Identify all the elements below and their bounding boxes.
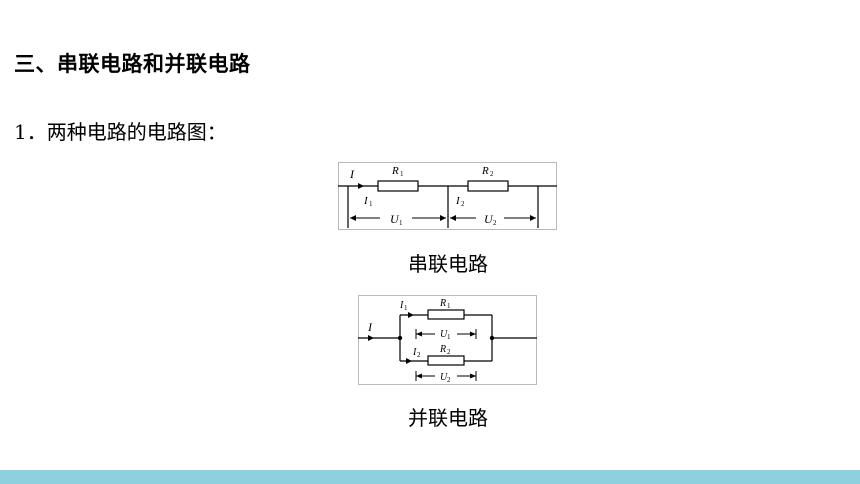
label-i2-sub: 2 — [461, 200, 465, 208]
label-r2-sub: 2 — [447, 348, 451, 356]
label-u1-sub: 1 — [399, 219, 403, 227]
bottom-bar — [0, 470, 860, 484]
label-r2: R — [439, 344, 446, 355]
label-i1: I — [363, 195, 369, 207]
label-u2-sub: 2 — [447, 376, 451, 384]
resistor-r1 — [377, 180, 419, 192]
label-i1-sub: 1 — [404, 304, 408, 312]
label-r1: R — [439, 298, 446, 309]
label-r2: R — [481, 165, 489, 177]
label-r1: R — [391, 165, 399, 177]
label-i2: I — [455, 195, 461, 207]
resistor-r2 — [467, 180, 509, 192]
resistor-r2 — [427, 355, 465, 366]
resistor-r1 — [427, 309, 465, 320]
label-i1-sub: 1 — [369, 200, 373, 208]
label-current: I — [367, 320, 373, 334]
label-u1: U — [390, 212, 400, 226]
label-i2: I — [412, 347, 417, 358]
label-r1-sub: 1 — [400, 170, 404, 178]
label-current: I — [349, 167, 355, 181]
label-u2: U — [440, 372, 448, 383]
label-u2: U — [484, 212, 494, 226]
label-u2-sub: 2 — [493, 219, 497, 227]
label-i2-sub: 2 — [417, 351, 421, 359]
section-title: 三、串联电路和并联电路 — [14, 52, 251, 76]
label-u1: U — [440, 329, 448, 340]
parallel-caption: 并联电路 — [408, 406, 488, 430]
label-r2-sub: 2 — [490, 170, 494, 178]
item-text: 1．两种电路的电路图： — [14, 120, 227, 144]
series-caption: 串联电路 — [408, 252, 488, 276]
series-circuit-diagram: I R 1 R 2 I 1 I 2 U 1 U 2 — [338, 162, 557, 230]
label-u1-sub: 1 — [447, 333, 451, 341]
parallel-circuit-diagram: I I 1 R 1 U 1 I 2 R 2 U 2 — [358, 295, 537, 385]
label-i1: I — [399, 300, 404, 311]
label-r1-sub: 1 — [447, 302, 451, 310]
